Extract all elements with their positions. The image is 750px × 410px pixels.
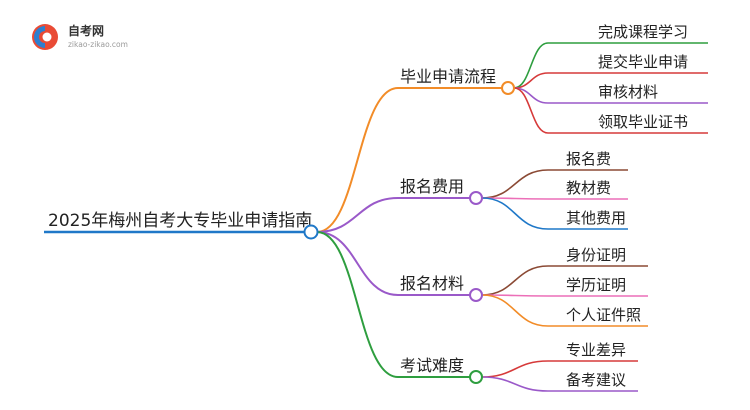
leaf-label: 教材费 xyxy=(566,179,611,197)
branch-node xyxy=(501,81,515,95)
branch-node xyxy=(469,370,483,384)
site-logo[interactable]: 自考网 zikao-zikao.com xyxy=(30,20,140,56)
leaf-label: 身份证明 xyxy=(566,246,626,264)
leaf-label: 完成课程学习 xyxy=(598,23,688,41)
branch-label: 考试难度 xyxy=(400,356,464,375)
leaf-connector xyxy=(481,294,549,327)
leaf-connector xyxy=(481,376,549,392)
branch-label: 报名材料 xyxy=(400,274,464,293)
branch-label: 毕业申请流程 xyxy=(400,67,496,86)
leaf-label: 学历证明 xyxy=(566,276,626,294)
leaf-label: 审核材料 xyxy=(598,83,658,101)
branch-connector xyxy=(316,231,399,296)
leaf-connector xyxy=(481,265,549,296)
logo-emblem-icon xyxy=(32,24,58,50)
leaf-label: 备考建议 xyxy=(566,371,626,389)
branch-connector xyxy=(316,231,399,378)
leaf-label: 其他费用 xyxy=(566,209,626,227)
leaf-connector xyxy=(481,169,549,199)
leaf-label: 提交毕业申请 xyxy=(598,53,688,71)
logo-name: 自考网 xyxy=(68,24,105,38)
leaf-label: 专业差异 xyxy=(566,341,626,359)
logo-url: zikao-zikao.com xyxy=(68,40,128,49)
leaf-label: 个人证件照 xyxy=(566,306,641,324)
leaf-connector xyxy=(513,87,549,134)
leaf-connector xyxy=(481,197,549,230)
branch-node xyxy=(469,288,483,302)
branch-label: 报名费用 xyxy=(400,177,464,196)
root-node xyxy=(303,224,319,240)
root-label: 2025年梅州自考大专毕业申请指南 xyxy=(48,211,312,231)
leaf-label: 领取毕业证书 xyxy=(598,113,688,131)
leaf-connector xyxy=(513,42,549,89)
branch-connector xyxy=(316,197,399,233)
branch-node xyxy=(469,191,483,205)
branch-connector xyxy=(316,87,399,233)
leaf-label: 报名费 xyxy=(566,150,611,168)
leaf-connector xyxy=(481,360,549,378)
